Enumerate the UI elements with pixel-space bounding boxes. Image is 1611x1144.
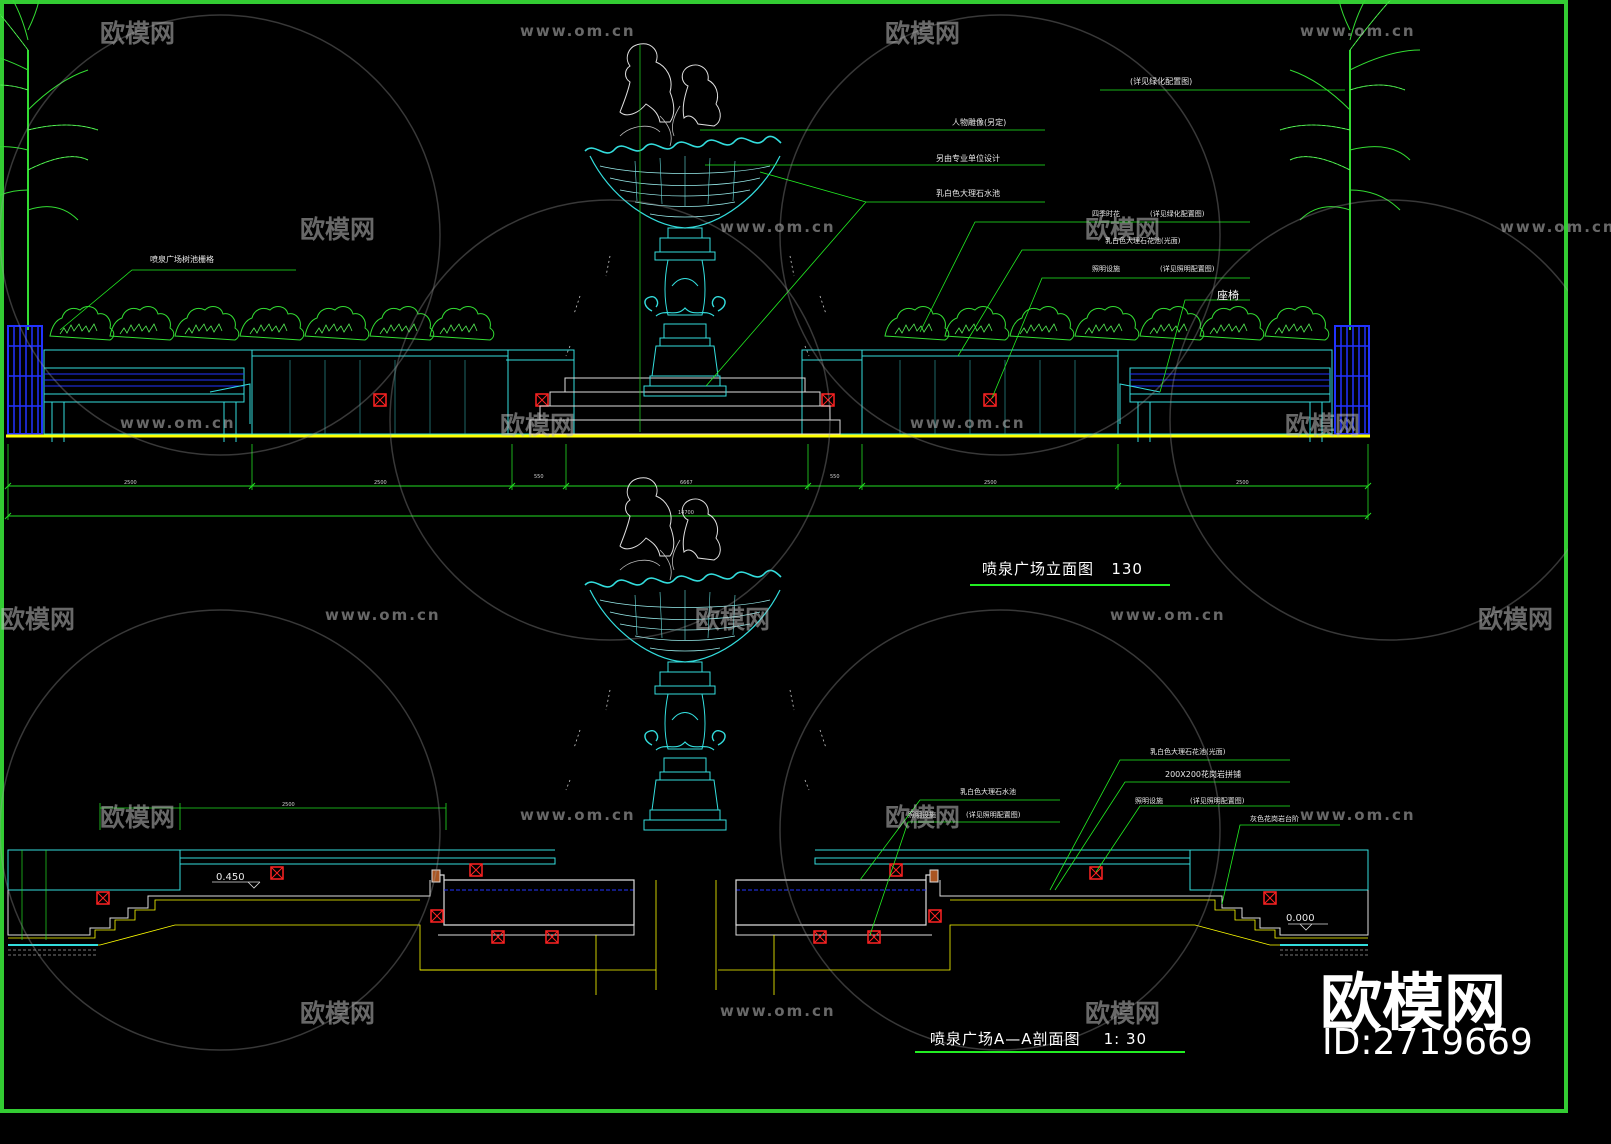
label-greening-ref: (详见绿化配置图) (1130, 77, 1193, 86)
section-label-pool-lighting-ref: (详见照明配置图) (966, 811, 1021, 819)
dim-seg-gap-1: 550 (534, 474, 544, 480)
section-label-pool-lighting: 照明设施 (908, 811, 936, 819)
dim-seg-right-2: 2500 (1236, 480, 1249, 486)
dim-seg-left-1: 2500 (124, 480, 137, 486)
section-label-lighting-ref: (详见照明配置图) (1190, 797, 1245, 805)
watermark-url: www.om.cn (720, 1002, 836, 1020)
watermark-id: ID:2719669 (1322, 1022, 1533, 1063)
watermark-brand: 欧模网 (885, 19, 961, 48)
label-sculpture: 人物雕像(另定) (952, 118, 1007, 127)
watermark-url: www.om.cn (520, 22, 636, 40)
watermark-brand: 欧模网 (1085, 215, 1161, 244)
level-ground: 0.000 (1286, 913, 1315, 924)
dim-seg-right-1: 2500 (984, 480, 997, 486)
watermark-brand: 欧模网 (1285, 411, 1361, 440)
watermark-brand: 欧模网 (1085, 999, 1161, 1028)
dim-section-top-left: 2500 (282, 802, 295, 808)
section-label-paving: 200X200花岗岩拼铺 (1165, 770, 1242, 779)
watermark-brand: 欧模网 (100, 803, 176, 832)
section-label-marble-pool: 乳白色大理石水池 (960, 788, 1016, 796)
watermark-url: www.om.cn (325, 606, 441, 624)
dim-total: 14700 (678, 510, 694, 516)
elevation-scale: 130 (1111, 560, 1143, 578)
label-seasonal-plants: 四季时花 (1092, 210, 1120, 218)
dim-seg-gap-2: 550 (830, 474, 840, 480)
watermark-url: www.om.cn (910, 414, 1026, 432)
watermark-brand: 欧模网 (1478, 605, 1554, 634)
watermark-url: www.om.cn (1110, 606, 1226, 624)
label-lighting: 照明设施 (1092, 265, 1120, 273)
brand-logo-text: 欧模网 (1320, 966, 1507, 1039)
watermark-brand: 欧模网 (300, 999, 376, 1028)
section-label-steps: 灰色花岗岩台阶 (1250, 815, 1299, 823)
elevation-title: 喷泉广场立面图 130 (982, 560, 1143, 578)
watermark-brand: 欧模网 (885, 803, 961, 832)
watermark-brand: 欧模网 (100, 19, 176, 48)
level-upper: 0.450 (216, 872, 245, 883)
section-scale: 1: 30 (1103, 1030, 1148, 1048)
label-marble-pool: 乳白色大理石水池 (936, 189, 1000, 198)
dim-seg-left-2: 2500 (374, 480, 387, 486)
watermark-brand: 欧模网 (500, 411, 576, 440)
watermark-url: www.om.cn (120, 414, 236, 432)
section-title: 喷泉广场A—A剖面图 1: 30 (930, 1030, 1148, 1048)
section-label-lighting: 照明设施 (1135, 797, 1163, 805)
label-lighting-ref: (详见照明配置图) (1160, 265, 1215, 273)
watermark-brand: 欧模网 (300, 215, 376, 244)
label-marble-planter: 乳白色大理石花池(光面) (1105, 237, 1181, 245)
label-seasonal-ref: (详见绿化配置图) (1150, 210, 1205, 218)
label-specialist: 另由专业单位设计 (936, 154, 1000, 163)
section-label-marble-planter: 乳白色大理石花池(光面) (1150, 748, 1226, 756)
cad-drawing (0, 0, 1568, 1053)
watermark-url: www.om.cn (1300, 806, 1416, 824)
watermark-url: www.om.cn (720, 218, 836, 236)
dim-seg-center: 6667 (680, 480, 693, 486)
label-bench: 座椅 (1217, 289, 1239, 302)
watermark-url: www.om.cn (1500, 218, 1611, 236)
watermark-url: www.om.cn (1300, 22, 1416, 40)
label-planter-grille: 喷泉广场树池栅格 (150, 255, 214, 264)
watermark-brand: 欧模网 (695, 605, 771, 634)
drawing-frame (0, 0, 1568, 1113)
watermark-brand: 欧模网 (0, 605, 76, 634)
watermark-url: www.om.cn (520, 806, 636, 824)
